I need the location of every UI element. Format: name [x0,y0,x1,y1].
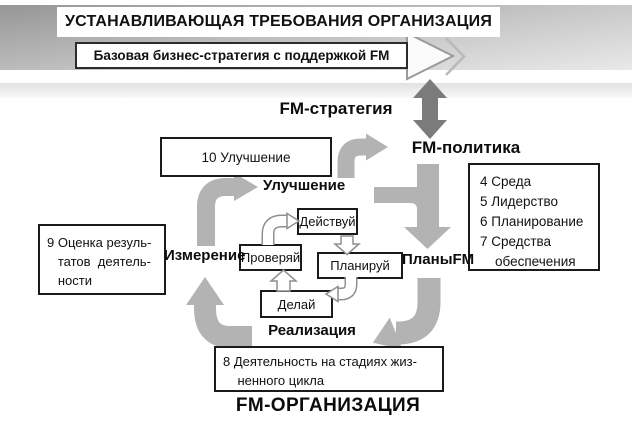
box-check: Проверяй [239,244,302,271]
title-banner: УСТАНАВЛИВАЮЩАЯ ТРЕБОВАНИЯ ОРГАНИЗАЦИЯ [57,7,500,37]
label-fm-policy: FM-политика [411,138,521,157]
box-plan: Планируй [317,252,403,279]
strategy-ribbon: Базовая бизнес-стратегия с поддержкой FM [75,42,408,69]
faint-gradient-band [0,83,632,98]
box-clauses-4-7: 4 Среда 5 Лидерство 6 Планирование 7 Сре… [468,163,600,271]
double-arrow-strategy-policy-icon [413,79,447,139]
label-improvement: Улучшение [263,177,346,194]
arrow-plans-to-realization-icon [372,278,441,350]
box-act: Действуй [297,208,358,235]
arrow-act-to-plan-icon [333,235,361,256]
label-fm-organization: FM-ОРГАНИЗАЦИЯ [235,395,421,416]
arrow-realization-to-measurement-icon [186,277,252,348]
arrow-check-to-act-icon [261,212,301,245]
label-measurement: Измерение [164,247,246,264]
label-realization: Реализация [268,322,356,339]
box-do: Делай [260,290,333,318]
box-improvement-10: 10 Улучшение [160,137,332,177]
label-fm-strategy: FM-стратегия [279,99,393,118]
label-plans-fm: ПланыFM [402,251,475,268]
arrow-plan-to-do-icon [324,277,358,303]
arrow-improvement-to-policy-icon [337,133,388,178]
box-lifecycle-8: 8 Деятельность на стадиях жиз- ненного ц… [214,346,444,392]
arrow-measurement-to-improvement-icon [197,173,258,246]
box-evaluation-9: 9 Оценка резуль- татов деятель- ности [38,224,166,295]
arrow-policy-to-plans-icon [374,164,451,249]
ribbon-chevron-icon [445,37,466,76]
arrow-do-to-check-icon [269,269,298,292]
